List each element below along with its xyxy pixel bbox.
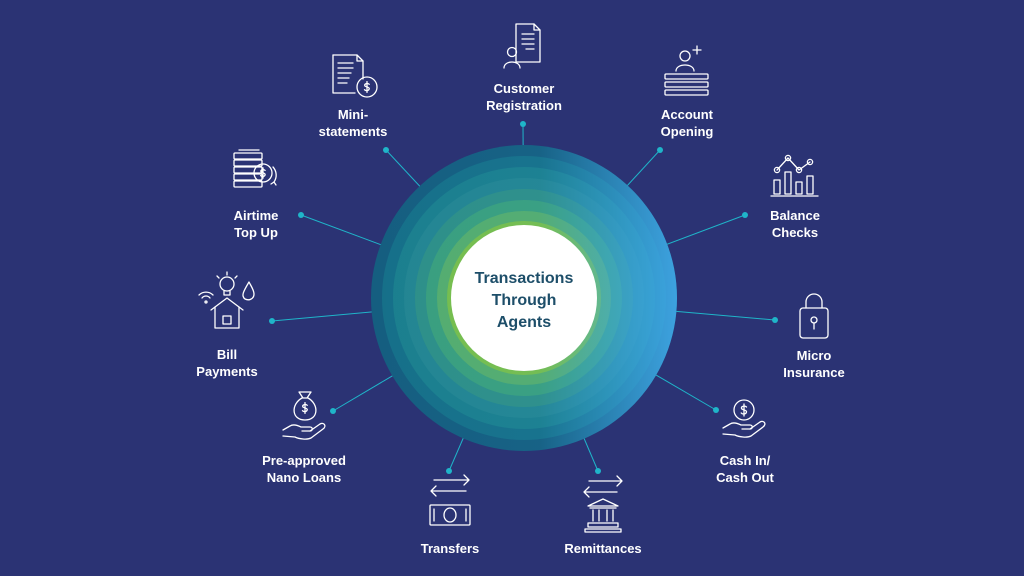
center-disc xyxy=(451,225,597,371)
cash-in-out-label-line-2: Cash Out xyxy=(716,470,774,485)
cash-in-out-label: Cash In/Cash Out xyxy=(716,452,774,486)
airtime-top-up-label-line-1: Airtime xyxy=(233,208,279,223)
balance-checks-connector-dot xyxy=(742,212,748,218)
airtime-top-up-connector-dot xyxy=(298,212,304,218)
customer-registration-label-line-2: Registration xyxy=(486,98,562,113)
micro-insurance-label-line-1: Micro xyxy=(796,348,832,363)
service-icons xyxy=(198,23,829,533)
concentric-rings xyxy=(371,145,677,451)
bank-arrows-icon xyxy=(583,475,623,533)
remittances-connector-dot xyxy=(595,468,601,474)
pre-approved-nano-loans-label-line-2: Nano Loans xyxy=(266,470,342,485)
account-opening-label-line-1: Account xyxy=(661,107,713,122)
remittances-label: Remittances xyxy=(564,540,641,557)
remittances-label-line-1: Remittances xyxy=(564,541,642,556)
mini-statements-label: Mini-statements xyxy=(319,106,388,140)
transfers-connector-dot xyxy=(446,468,452,474)
lock-icon xyxy=(799,293,829,339)
money-bag-hand-icon xyxy=(282,391,326,440)
statement-dollar-icon xyxy=(332,54,378,98)
mini-statements-label-line-2: statements xyxy=(318,124,388,139)
banknote-arrows-icon xyxy=(429,474,471,526)
coin-stack-icon xyxy=(233,149,277,188)
transfers-label: Transfers xyxy=(421,540,480,557)
mini-statements-label-line-1: Mini- xyxy=(337,107,369,122)
mini-statements-connector-dot xyxy=(383,147,389,153)
micro-insurance-connector-dot xyxy=(772,317,778,323)
cash-in-out-connector-dot xyxy=(713,407,719,413)
airtime-top-up-label-line-2: Top Up xyxy=(234,225,278,240)
house-utilities-icon xyxy=(198,271,255,329)
bill-payments-label-line-2: Payments xyxy=(196,364,258,379)
center-title-line-3: Agents xyxy=(496,314,552,331)
center-title-line-1: Transactions xyxy=(474,270,574,287)
transfers-label-line-1: Transfers xyxy=(420,541,480,556)
balance-checks-label-line-1: Balance xyxy=(770,208,820,223)
pre-approved-nano-loans-label-line-1: Pre-approved xyxy=(262,453,346,468)
center-title: Transactions Through Agents xyxy=(452,268,596,334)
bar-chart-icon xyxy=(770,154,819,197)
customer-registration-connector-dot xyxy=(520,121,526,127)
account-opening-connector-dot xyxy=(657,147,663,153)
pre-approved-nano-loans-connector-dot xyxy=(330,408,336,414)
add-user-icon xyxy=(664,45,709,96)
center-title-line-2: Through xyxy=(491,292,557,309)
hand-coin-icon xyxy=(722,399,766,438)
micro-insurance-label-line-2: Insurance xyxy=(783,365,845,380)
document-person-icon xyxy=(503,23,541,69)
account-opening-label-line-2: Opening xyxy=(660,124,714,139)
balance-checks-label-line-2: Checks xyxy=(771,225,819,240)
bill-payments-connector-dot xyxy=(269,318,275,324)
bill-payments-label-line-1: Bill xyxy=(216,347,238,362)
customer-registration-label-line-1: Customer xyxy=(493,81,555,96)
cash-in-out-label-line-1: Cash In/ xyxy=(719,453,771,468)
